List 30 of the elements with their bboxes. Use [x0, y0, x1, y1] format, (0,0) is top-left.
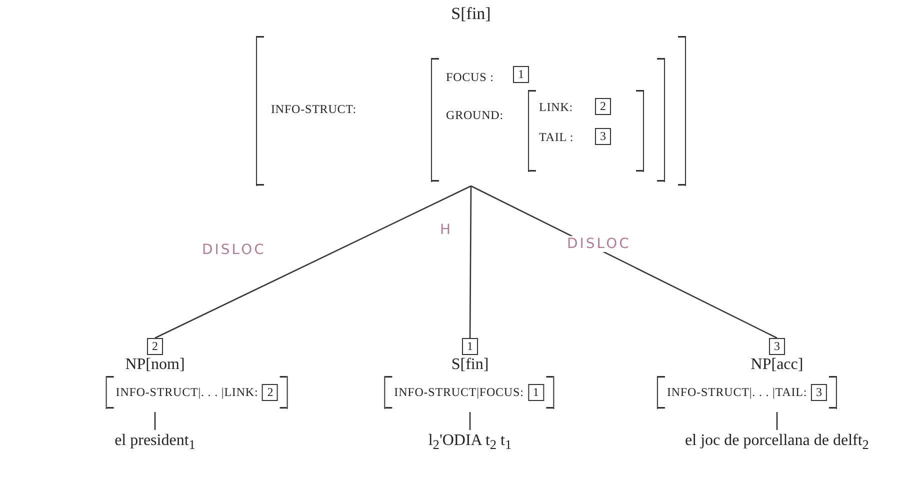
tree-branch [470, 185, 778, 339]
boxed-tag: 1 [528, 384, 544, 401]
boxed-tag: 3 [769, 338, 785, 355]
boxed-tag: 1 [513, 66, 529, 83]
feature-label: GROUND: [446, 108, 504, 123]
feature-label: FOCUS : [446, 70, 494, 85]
word-string: el joc de porcellana de delft$_{2}$ [685, 432, 869, 454]
category-label: S[fin] [451, 356, 489, 374]
tree-branch [154, 185, 472, 339]
feature-label: INFO-STRUCT|FOCUS: [394, 385, 524, 400]
tree-branch [469, 186, 472, 338]
boxed-tag: 2 [147, 338, 163, 355]
feature-label: LINK: [539, 100, 573, 115]
boxed-tag: 2 [262, 384, 278, 401]
category-label: NP[nom] [125, 356, 185, 374]
boxed-tag: 2 [595, 98, 611, 115]
word-string: el president$_{1}$ [114, 432, 196, 454]
boxed-tag: 1 [462, 338, 478, 355]
feature-label: TAIL : [539, 130, 574, 145]
category-label: NP[acc] [750, 356, 804, 374]
tree-branch [469, 412, 471, 430]
feature-label: INFO-STRUCT|. . . |LINK: [116, 385, 258, 400]
boxed-tag: 3 [595, 128, 611, 145]
feature-label: INFO-STRUCT|. . . |TAIL: [666, 385, 808, 400]
word-string: l$_{2}$'ODIA t$_{2}$ t$_{1}$ [428, 432, 512, 454]
feature-label: INFO-STRUCT: [271, 102, 357, 117]
boxed-tag: 3 [811, 384, 828, 401]
tree-branch [776, 412, 778, 430]
tree-branch [154, 412, 156, 430]
category-label: S[fin] [451, 4, 491, 24]
